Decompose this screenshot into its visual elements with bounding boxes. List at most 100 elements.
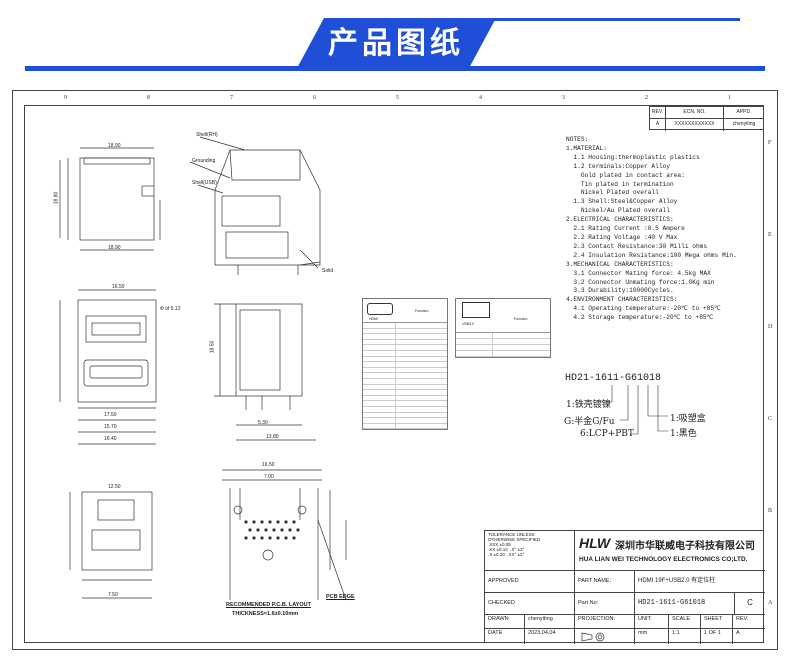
table-row-divider [491, 333, 493, 338]
rev-value-ecn: XXXXXXXXXXXX [666, 119, 724, 131]
pcb-pad [264, 528, 268, 532]
part-code: HD21-1611-G61018 [565, 373, 662, 384]
revision-block: REV. ECN. NO. APPD. A XXXXXXXXXXXX cheny… [649, 106, 764, 131]
tb-part-name: HDMI 19F+USB2.0 有定位柱 [635, 571, 765, 593]
table-row-divider [394, 384, 396, 390]
table-row-divider [394, 373, 396, 378]
front-view-ports [59, 289, 157, 445]
notes-block: NOTES: 1.MATERIAL: 1.1 Housing:thermopla… [566, 136, 737, 322]
table-row [363, 418, 447, 424]
dim-d5: 5.30 [258, 420, 268, 426]
label-grounding: Grounding [192, 158, 216, 164]
dim-front-height: 18.80 [53, 191, 60, 205]
zone-label-right: D [768, 324, 773, 330]
pcb-pad [268, 536, 272, 540]
tb-scale: SCALE [669, 615, 701, 629]
rev-value-rev: A [650, 119, 666, 131]
hdmi-table-title: HDMI [369, 317, 378, 321]
zone-label-top: 9 [64, 95, 67, 101]
table-row-divider [394, 407, 396, 412]
pcb-pad [276, 520, 280, 524]
front-view-top [59, 147, 161, 251]
zone-label-top: 5 [396, 95, 399, 101]
isometric-view [189, 136, 321, 275]
table-row [363, 395, 447, 402]
pcb-pad [260, 520, 264, 524]
table-row-divider [394, 401, 396, 406]
label-shell: Shell(RH) [196, 132, 218, 138]
table-row [363, 412, 447, 419]
zone-label-top: 4 [479, 95, 482, 101]
table-row-divider [394, 351, 396, 356]
table-row [363, 339, 447, 346]
table-row [363, 362, 447, 368]
drawing-frame [24, 105, 764, 643]
rev-header-ecn: ECN. NO. [666, 107, 724, 119]
tb-company: HLW 深圳市华联威电子科技有限公司 HUA LIAN WEI TECHNOLO… [575, 531, 765, 571]
tb-rev-value: A [736, 630, 740, 636]
tb-unit: UNIT: [635, 615, 669, 629]
legend-shell: 1:铁壳镀镍 [566, 400, 611, 410]
pcb-pad [284, 536, 288, 540]
tb-date: DATE [485, 629, 525, 644]
table-row [363, 407, 447, 413]
table-row-divider [394, 323, 396, 328]
dim-d4b: 13.80 [266, 434, 279, 440]
tb-part-name-label: PART NAME: [575, 571, 635, 593]
zone-label-right: B [768, 508, 773, 514]
legend-plating: G:半金G/Fu [564, 417, 615, 427]
pcb-pad [260, 536, 264, 540]
table-row-divider [394, 328, 396, 334]
dim-d1: 16.50 [112, 284, 125, 290]
projection-icon [581, 632, 605, 642]
table-row-divider [394, 339, 396, 345]
table-row-divider [394, 356, 396, 362]
pcb-pad [244, 520, 248, 524]
title-block: TOLERANCE UNLESS OTHERWISE SPECIFIED .XX… [484, 530, 765, 644]
table-row-divider [394, 423, 396, 429]
legend-material: 6:LCP+PBT [580, 429, 634, 439]
table-row-divider [394, 418, 396, 423]
legend-package: 1:吸塑盒 [670, 414, 706, 424]
label-shell-usb: Shell(USB) [192, 180, 217, 186]
header-top-line [470, 18, 740, 21]
hdmi-pinout-table: HDMI Function [362, 298, 448, 430]
table-row [363, 323, 447, 329]
table-row [363, 334, 447, 340]
table-row-divider [394, 390, 396, 395]
table-row [363, 373, 447, 379]
pcb-pad [292, 520, 296, 524]
company-name-cn: 深圳市华联威电子科技有限公司 [615, 541, 755, 552]
label-pcb-layout: RECOMMENDED P.C.B. LAYOUT [226, 602, 311, 608]
pcb-pad [252, 520, 256, 524]
table-row-divider [394, 412, 396, 418]
side-view [214, 303, 316, 441]
tb-part-no: HD21-1611-G61018 [635, 593, 735, 615]
zone-label-right: E [768, 232, 772, 238]
usb-table-title: USB3.0 [462, 322, 475, 326]
zone-label-top: 3 [562, 95, 565, 101]
dim-d8: 7.50 [108, 592, 118, 598]
dim-d2: 17.50 [104, 412, 117, 418]
label-hole: Ф of 5.12 [160, 306, 181, 312]
tb-rev-letter: C [735, 593, 765, 615]
pcb-layout [222, 469, 347, 601]
tb-rev: REV. [733, 615, 765, 629]
rev-header-appd: APPD. [724, 107, 764, 119]
table-row-divider [491, 339, 493, 344]
tb-projection-symbol [575, 629, 635, 644]
table-row [456, 333, 550, 339]
pcb-pad [292, 536, 296, 540]
page-title: 产品图纸 [296, 18, 496, 70]
table-row [363, 423, 447, 430]
label-pcb-edge: PCB EDGE [326, 594, 355, 600]
table-row [456, 351, 550, 357]
table-row [363, 356, 447, 363]
tb-part-no-label: Part No: [575, 593, 635, 615]
company-name-en: HUA LIAN WEI TECHNOLOGY ELECTRONICS CO;L… [579, 556, 748, 563]
label-solid: Solid [322, 268, 334, 274]
zone-label-right: A [768, 600, 773, 606]
usb-pinout-table: USB3.0 Function [455, 298, 551, 358]
hdmi-port-icon [367, 303, 393, 315]
